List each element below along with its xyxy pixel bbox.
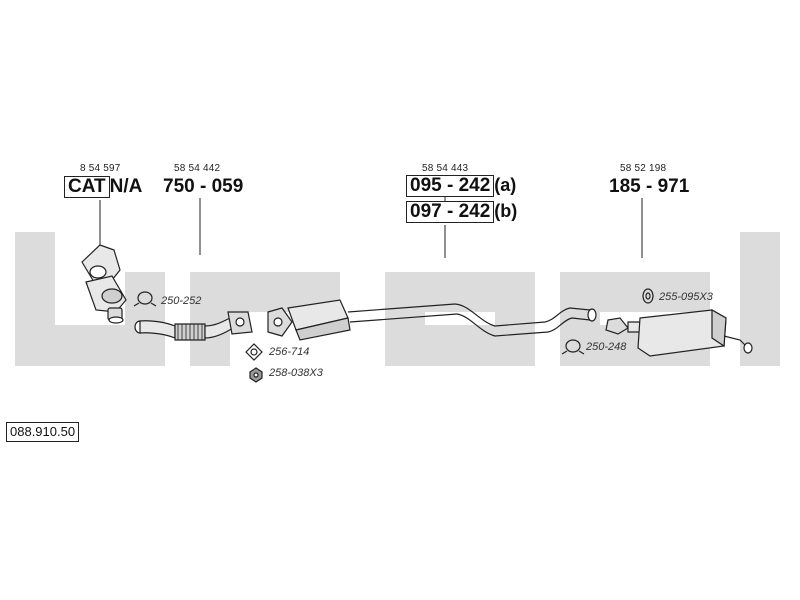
- rear-muffler: [605, 308, 753, 357]
- part-ref-front-pipe: 58 54 442: [174, 163, 221, 174]
- part-number-center-a: 095 - 242(a): [406, 175, 516, 197]
- accessory-label-258-038X3: 258-038X3: [269, 367, 323, 379]
- gasket-icon: [245, 343, 263, 361]
- variant-b-suffix: (b): [494, 201, 518, 221]
- variant-a-suffix: (a): [494, 175, 517, 195]
- cat-label: CAT: [64, 176, 110, 198]
- rubber-mount-icon: [642, 288, 654, 304]
- part-number-rear-muffler: 185 - 971: [609, 176, 690, 197]
- variant-b-number: 097 - 242: [406, 201, 495, 223]
- clamp-icon: [561, 339, 585, 355]
- accessory-label-256-714: 256-714: [269, 346, 310, 358]
- accessory-label-250-252: 250-252: [161, 295, 202, 307]
- clamp-icon: [133, 291, 157, 307]
- catalytic-converter: [81, 244, 127, 324]
- part-ref-cat: 8 54 597: [80, 163, 121, 174]
- diagram-code: 088.910.50: [6, 422, 80, 442]
- nut-icon: [249, 367, 263, 383]
- part-number-front-pipe: 750 - 059: [163, 176, 244, 197]
- variant-a-number: 095 - 242: [406, 175, 495, 197]
- center-pipe-with-resonator: [267, 299, 597, 341]
- front-pipe: [134, 311, 253, 341]
- part-ref-rear-muffler: 58 52 198: [620, 163, 667, 174]
- part-number-center-b: 097 - 242(b): [406, 201, 517, 223]
- part-ref-center: 58 54 443: [422, 163, 469, 174]
- cat-value: N/A: [109, 176, 143, 197]
- accessory-label-255-095X3: 255-095X3: [659, 291, 713, 303]
- accessory-label-250-248: 250-248: [586, 341, 627, 353]
